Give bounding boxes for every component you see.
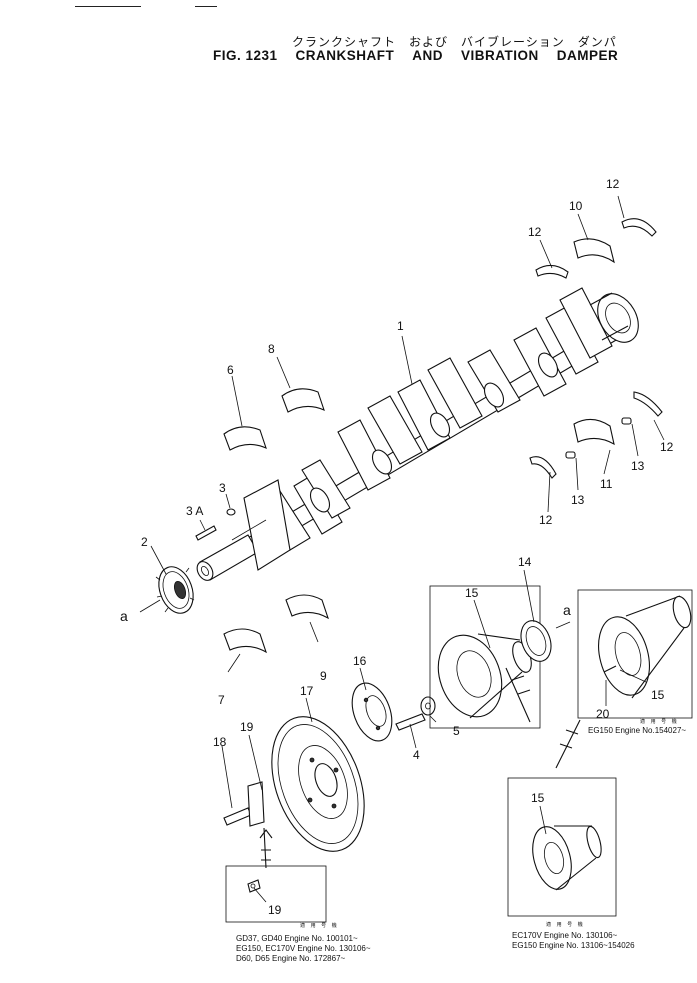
thrust-washer [529, 456, 557, 479]
callout-number: 18 [213, 735, 227, 749]
detail-box [577, 589, 693, 719]
applicability-line: EG150 Engine No.154027~ [588, 726, 686, 735]
applicability-heading: 適 用 号 機 [300, 922, 339, 929]
applicability-heading: 適 用 号 機 [640, 718, 679, 725]
title-word: AND [412, 48, 444, 63]
title-word: VIBRATION [461, 48, 539, 63]
lock-plate-part [247, 879, 261, 893]
callout-number: 11 [600, 477, 613, 491]
detail-box [225, 865, 327, 923]
crankshaft-part [196, 287, 639, 581]
main-bearing-upper [223, 426, 267, 451]
callout-number: 5 [453, 724, 460, 738]
title-word: DAMPER [556, 48, 619, 63]
applicability-line: D60, D65 Engine No. 172867~ [236, 954, 346, 963]
thrust-washer [633, 391, 663, 417]
callout-number: 6 [227, 363, 234, 377]
callout-number: 4 [413, 748, 420, 762]
callout-number: 17 [300, 684, 314, 698]
callout-number: 7 [218, 693, 225, 707]
dowel-pin [621, 417, 632, 425]
seal-part [520, 620, 552, 662]
top-rule-mark [195, 6, 217, 7]
callout-number: 19 [268, 903, 282, 917]
applicability-line: EG150 Engine No. 13106~154026 [512, 941, 635, 950]
callout-number: 14 [518, 555, 532, 569]
applicability-line: GD37, GD40 Engine No. 100101~ [236, 934, 358, 943]
reference-letter: a [120, 608, 128, 624]
callout-number: 16 [353, 654, 367, 668]
callout-number: 19 [240, 720, 254, 734]
figure-number: FIG. 1231 [213, 48, 278, 63]
damper-pulley-part [271, 716, 365, 852]
callout-number: 20 [596, 707, 610, 721]
callout-number: 12 [660, 440, 674, 454]
callout-number: 3 [219, 481, 226, 495]
thrust-washer [535, 264, 569, 279]
applicability-line: EG150, EC170V Engine No. 130106~ [236, 944, 371, 953]
key-part [226, 508, 236, 516]
detail-box [507, 777, 617, 917]
callout-number: 15 [465, 586, 479, 600]
main-bearing-lower [285, 594, 329, 620]
applicability-heading: 適 用 号 機 [546, 921, 585, 928]
reference-arrow [259, 827, 273, 869]
callout-number: 12 [606, 177, 620, 191]
thrust-washer [621, 218, 657, 237]
title-japanese: クランクシャフト および バイブレーション ダンパ [292, 35, 617, 49]
callout-number: 2 [141, 535, 148, 549]
callout-number: 12 [539, 513, 553, 527]
callout-number: 3 A [186, 504, 203, 518]
washer-part [420, 696, 436, 716]
crankshaft-gear-part [155, 566, 195, 614]
main-bearing-upper [281, 388, 325, 413]
title-word: CRANKSHAFT [295, 48, 395, 63]
callout-number: 9 [320, 669, 327, 683]
callout-number: 8 [268, 342, 275, 356]
bolt-part [395, 713, 426, 731]
applicability-line: EC170V Engine No. 130106~ [512, 931, 618, 940]
hub-part [351, 682, 393, 742]
main-bearing-lower [573, 418, 615, 446]
top-rule-mark [75, 6, 141, 7]
callout-number: 13 [571, 493, 585, 507]
pin-part [603, 665, 617, 673]
callout-number: 13 [631, 459, 645, 473]
reference-arrow [555, 719, 581, 769]
main-bearing-upper [573, 238, 615, 264]
leader-lines [139, 195, 665, 903]
pin-part [195, 525, 217, 541]
main-bearing-lower [223, 628, 267, 654]
bolt-part [223, 807, 252, 826]
callout-number: 15 [531, 791, 545, 805]
callout-number: 10 [569, 199, 583, 213]
callout-number: 12 [528, 225, 542, 239]
callout-number: 1 [397, 319, 404, 333]
dowel-pin [565, 451, 576, 459]
figure-title: FIG. 1231 CRANKSHAFT AND VIBRATION DAMPER [213, 48, 636, 63]
reference-letter: a [563, 602, 571, 618]
lock-plate-part [247, 781, 265, 827]
callout-number: 15 [651, 688, 665, 702]
